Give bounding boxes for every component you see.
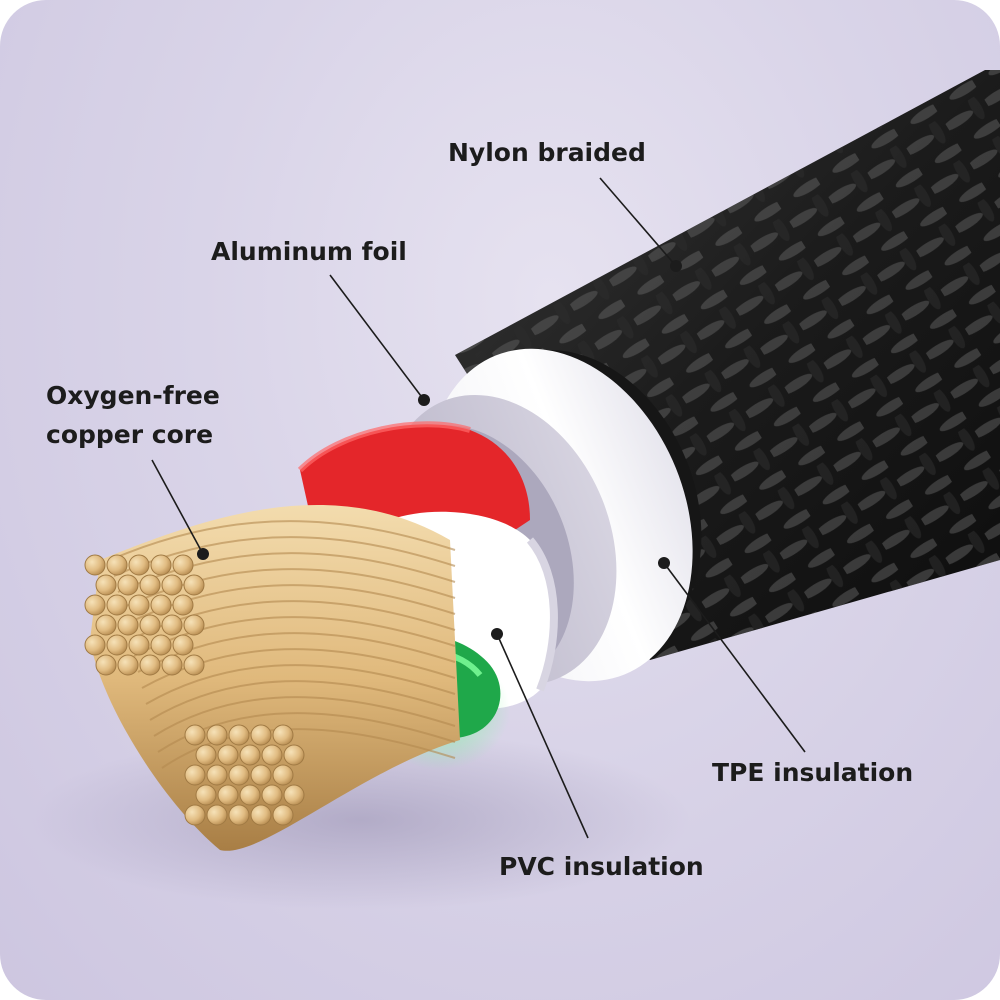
copper-strand-bundle [84, 504, 460, 851]
copper-strand-end [84, 634, 106, 656]
copper-strand-end [150, 634, 172, 656]
copper-strand-end [184, 804, 206, 826]
copper-strand-end [150, 554, 172, 576]
label-tpe-insulation: TPE insulation [712, 758, 914, 787]
copper-strand-end [250, 724, 272, 746]
copper-strand-end [272, 764, 294, 786]
copper-strand-end [283, 744, 305, 766]
copper-strand-end [206, 724, 228, 746]
copper-strand-end [206, 764, 228, 786]
copper-strand-end [150, 594, 172, 616]
copper-strand-end [195, 784, 217, 806]
leader-dots [197, 260, 682, 640]
copper-strand-end [95, 574, 117, 596]
copper-strand-end [239, 784, 261, 806]
copper-strand-end [106, 554, 128, 576]
copper-strand-line [149, 680, 456, 721]
copper-strand-end [128, 594, 150, 616]
leader-line-tpe [663, 562, 806, 753]
copper-strand-end [228, 804, 250, 826]
leader-lines [151, 177, 806, 839]
copper-strand-end [239, 744, 261, 766]
copper-strand-end [172, 554, 194, 576]
leader-line-copper [151, 459, 204, 555]
copper-strand-line [109, 520, 456, 561]
copper-strand-line [161, 728, 456, 769]
leader-dot-pvc [491, 628, 503, 640]
copper-strand-end [128, 554, 150, 576]
copper-strand-end [250, 804, 272, 826]
copper-strand-end [283, 784, 305, 806]
copper-strand-end [184, 764, 206, 786]
copper-strand-end [139, 654, 161, 676]
leader-line-pvc [496, 633, 589, 839]
copper-strand-end [217, 784, 239, 806]
label-nylon-braided: Nylon braided [448, 138, 646, 167]
copper-strand-end [95, 654, 117, 676]
label-copper-line2: copper core [46, 419, 214, 449]
copper-strand-end [161, 614, 183, 636]
copper-strand-end [228, 724, 250, 746]
copper-strand-end [183, 574, 205, 596]
copper-strand-end [139, 614, 161, 636]
copper-strand-end [95, 614, 117, 636]
copper-strand-end [139, 574, 161, 596]
copper-strand-end [183, 654, 205, 676]
copper-strand-end [250, 764, 272, 786]
copper-strand-end [261, 744, 283, 766]
copper-strand-end [206, 804, 228, 826]
copper-strand-end [272, 724, 294, 746]
copper-strand-end [128, 634, 150, 656]
copper-strand-line [153, 696, 456, 737]
copper-strand-end [106, 634, 128, 656]
leader-dot-tpe [658, 557, 670, 569]
copper-strand-end [183, 614, 205, 636]
label-aluminum-foil: Aluminum foil [211, 237, 407, 266]
copper-strand-end [184, 724, 206, 746]
copper-strand-end [84, 554, 106, 576]
copper-strand-end [161, 654, 183, 676]
copper-strand-end [172, 634, 194, 656]
copper-strand-end [106, 594, 128, 616]
copper-strand-end [172, 594, 194, 616]
leader-dot-foil [418, 394, 430, 406]
copper-strand-end [195, 744, 217, 766]
copper-strand-end [272, 804, 294, 826]
leader-line-nylon [599, 177, 677, 267]
copper-strand-line [145, 664, 456, 705]
copper-strand-end [117, 614, 139, 636]
copper-strand-end [228, 764, 250, 786]
copper-strand-end [217, 744, 239, 766]
leader-line-foil [329, 274, 425, 401]
copper-strand-end [161, 574, 183, 596]
label-pvc-insulation: PVC insulation [499, 852, 704, 881]
copper-strand-end [261, 784, 283, 806]
copper-strand-end [117, 654, 139, 676]
copper-strand-line [117, 552, 456, 593]
label-oxygen-free-copper-core: Oxygen-free copper core [46, 377, 220, 455]
label-copper-line1: Oxygen-free [46, 381, 220, 410]
leader-dot-nylon [670, 260, 682, 272]
copper-strand-end [84, 594, 106, 616]
leader-dot-copper [197, 548, 209, 560]
copper-strand-end [117, 574, 139, 596]
